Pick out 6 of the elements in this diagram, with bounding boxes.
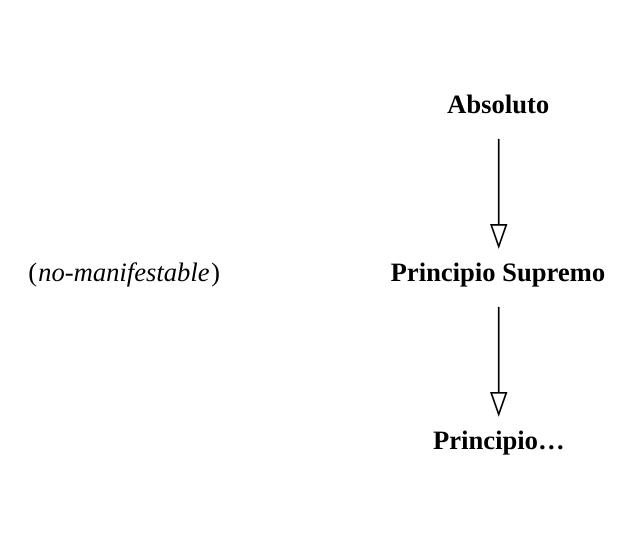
arrow: [490, 306, 508, 416]
arrow: [490, 138, 508, 249]
label: (no-manifestable): [28, 256, 220, 287]
node-text: Principio…: [433, 424, 565, 455]
node-text: Principio Supremo: [390, 256, 606, 287]
node-text: Absoluto: [447, 88, 550, 119]
